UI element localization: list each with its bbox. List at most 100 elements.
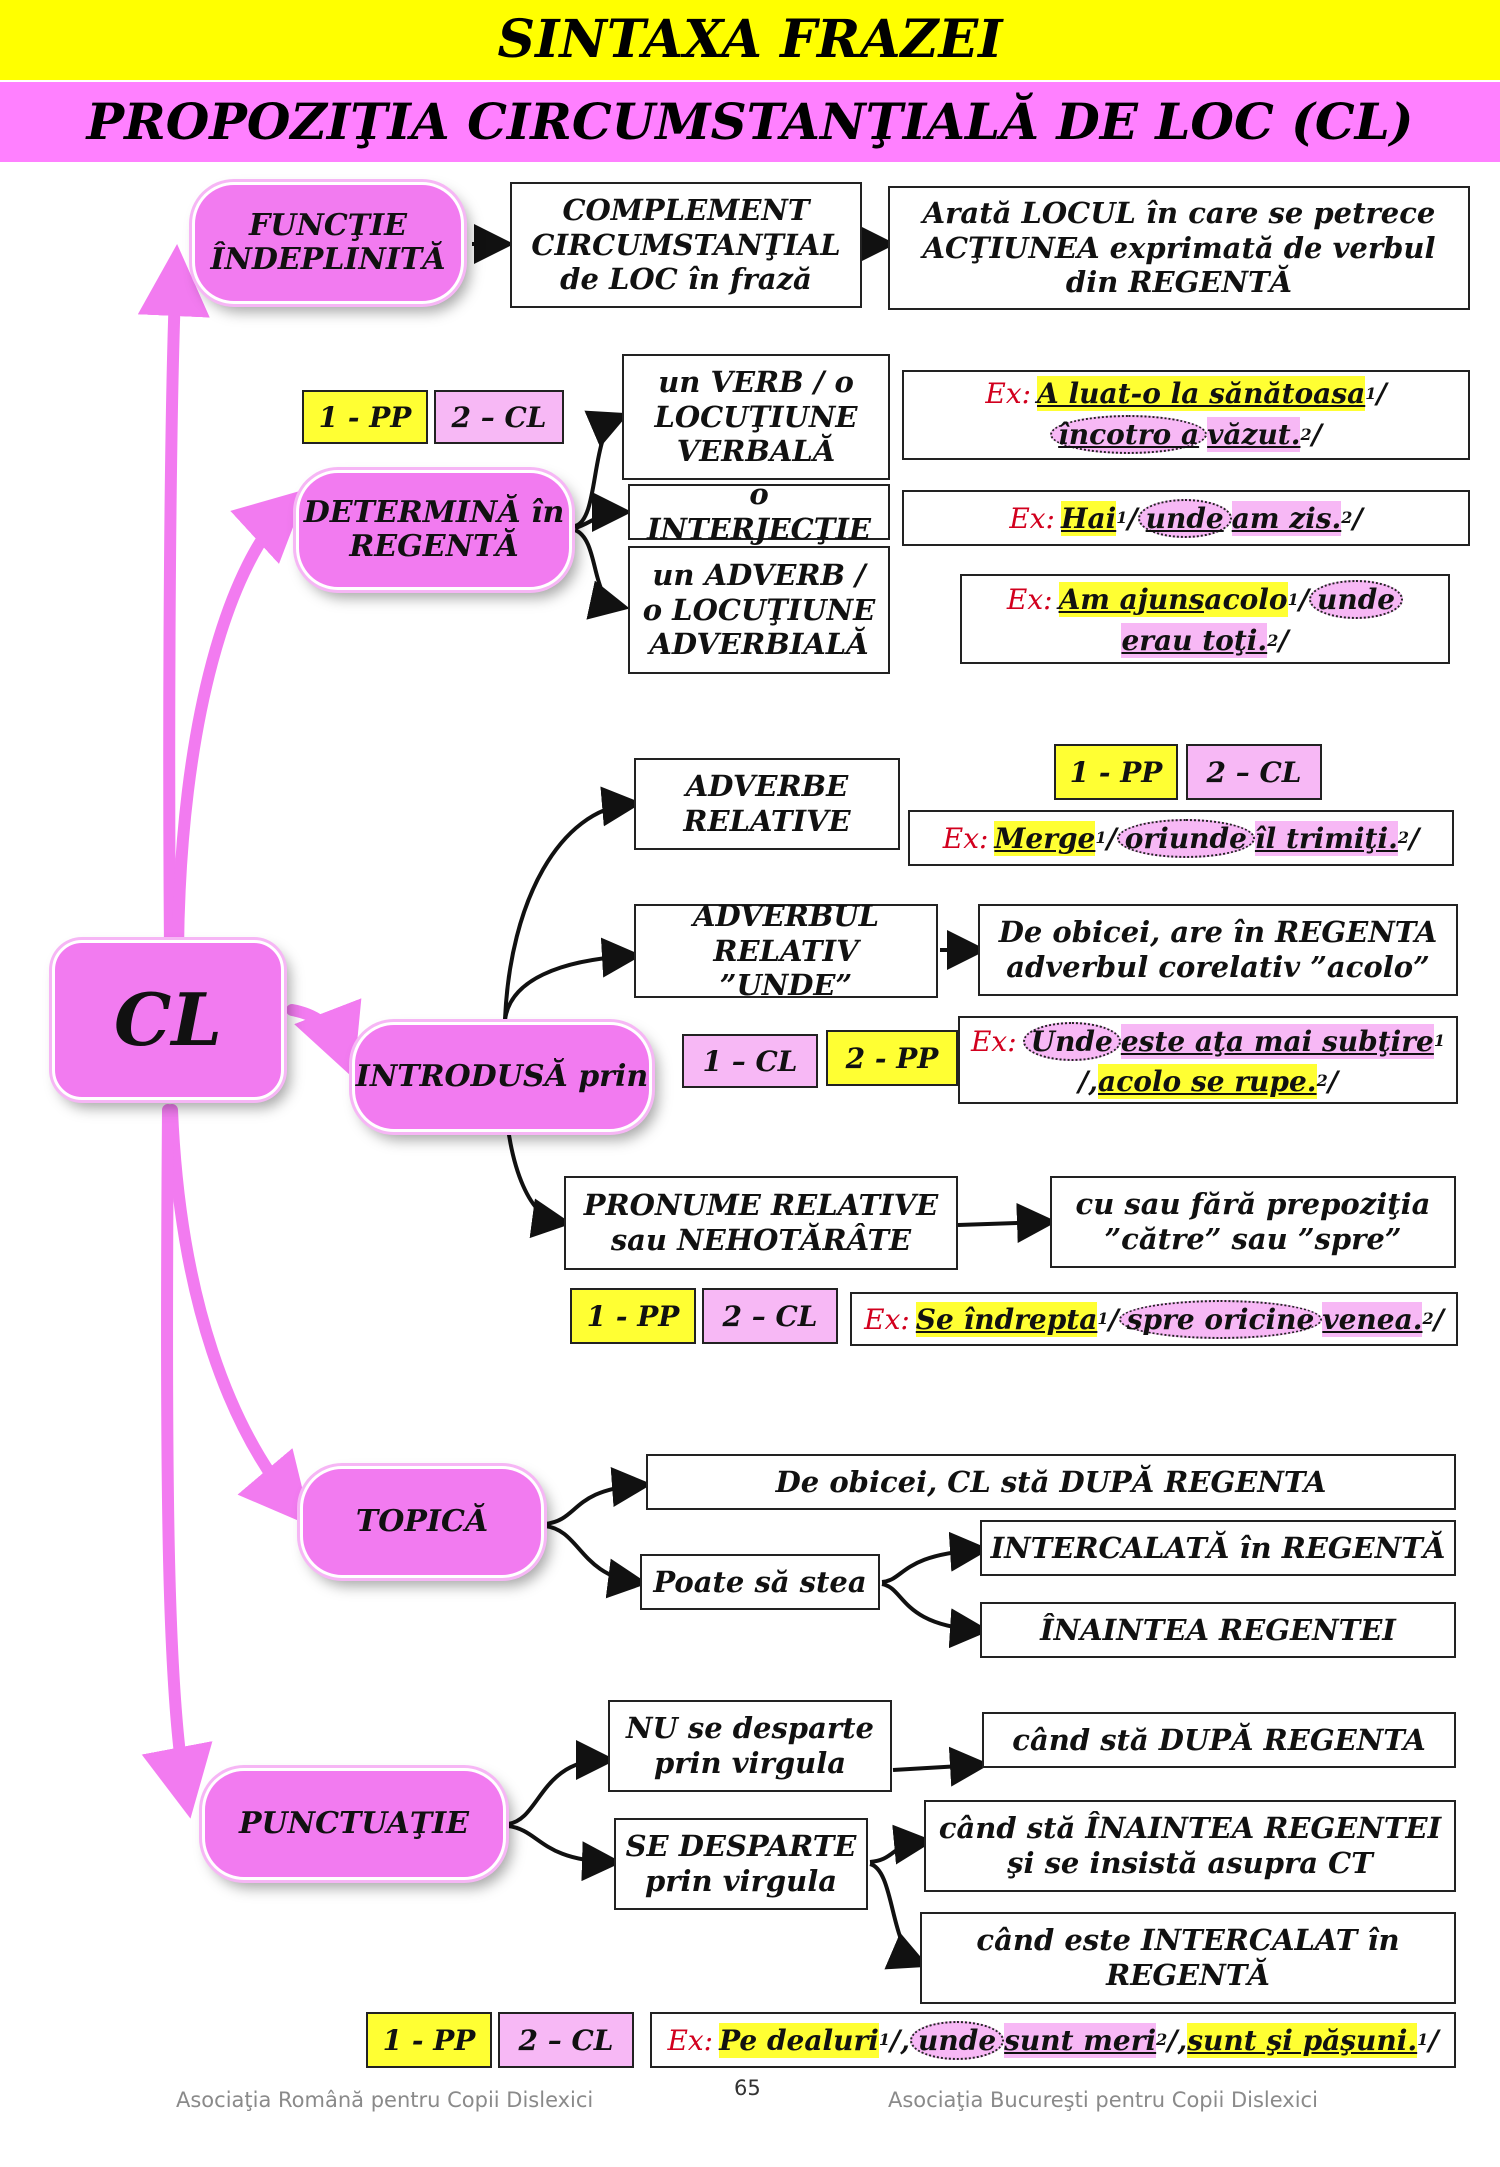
- example-index: 1: [1095, 828, 1107, 847]
- example-text: Am ajuns: [1058, 582, 1205, 617]
- example-index: 2: [1267, 630, 1279, 650]
- example-separator: /,: [1078, 1064, 1099, 1098]
- example-separator: /: [1278, 624, 1289, 657]
- example-text: A luat-o la sănătoasa: [1037, 376, 1366, 411]
- example-label: Ex:: [1009, 501, 1055, 535]
- example-text: văzut.: [1207, 417, 1301, 452]
- example-text: îl trimiţi.: [1254, 820, 1398, 856]
- example-separator: /: [1327, 1064, 1338, 1098]
- example-text: sunt şi păşuni.: [1187, 2022, 1418, 2058]
- example-conjunction: Unde: [1022, 1021, 1121, 1061]
- tag-cl: 2 – CL: [1186, 744, 1322, 800]
- page-subtitle: PROPOZIŢIA CIRCUMSTANŢIALĂ DE LOC (CL): [0, 82, 1500, 162]
- example-text: sunt meri: [1004, 2022, 1157, 2058]
- pill-topica: TOPICĂ: [300, 1466, 544, 1578]
- example-index: 2: [1156, 2030, 1168, 2049]
- example-conjunction: spre oricine: [1118, 1299, 1323, 1339]
- example-label: Ex:: [864, 1302, 910, 1336]
- example-separator: /,: [890, 2023, 911, 2057]
- determina-example-3: Ex: Am ajuns acolo 1 / unde erau toţi. 2…: [960, 574, 1450, 664]
- punctuatie-se-cand2-box: când este INTERCALAT în REGENTĂ: [920, 1912, 1456, 2004]
- example-separator: /: [1127, 501, 1138, 535]
- unde-note-box: De obicei, are în REGENTA adverbul corel…: [978, 904, 1458, 996]
- pronume-box: PRONUME RELATIVE sau NEHOTĂRÂTE: [564, 1176, 958, 1270]
- example-separator: /: [1311, 418, 1322, 451]
- tag-cl: 2 – CL: [434, 390, 564, 444]
- page-number: 65: [734, 2076, 761, 2100]
- punctuatie-example: Ex: Pe dealuri 1 /, unde sunt meri 2 /, …: [650, 2012, 1456, 2068]
- determina-interjectie-box: o INTERJECŢIE: [628, 477, 890, 546]
- tag-pp: 2 - PP: [826, 1030, 958, 1086]
- punctuatie-nu-cand-box: când stă DUPĂ REGENTA: [982, 1712, 1456, 1768]
- example-index: 2: [1300, 424, 1312, 444]
- topica-poate-box: Poate să stea: [640, 1554, 880, 1610]
- pronume-note-box: cu sau fără prepoziţia ”către” sau ”spre…: [1050, 1176, 1456, 1268]
- topica-intercalata-box: INTERCALATĂ în REGENTĂ: [980, 1520, 1456, 1576]
- punctuatie-se-box: SE DESPARTE prin virgula: [614, 1818, 868, 1910]
- footer-right: Asociaţia Bucureşti pentru Copii Dislexi…: [888, 2088, 1318, 2112]
- example-separator: /: [1376, 377, 1387, 410]
- example-separator: /: [1352, 501, 1363, 535]
- example-text: Hai: [1061, 500, 1117, 536]
- example-index: 1: [1365, 383, 1377, 403]
- example-index: 1: [1417, 2030, 1429, 2049]
- example-separator: /: [1433, 1302, 1444, 1336]
- example-separator: /,: [1167, 2023, 1188, 2057]
- adverbe-relative-box: ADVERBE RELATIVE: [634, 758, 900, 850]
- example-text: venea.: [1322, 1301, 1423, 1337]
- functie-box-complement: COMPLEMENT CIRCUMSTANŢIAL de LOC în fraz…: [510, 182, 862, 308]
- example-text: Pe dealuri: [719, 2022, 879, 2058]
- example-index: 2: [1316, 1071, 1328, 1090]
- example-conjunction: încotro a: [1050, 415, 1208, 454]
- tag-cl: 2 – CL: [702, 1288, 838, 1344]
- example-label: Ex:: [942, 821, 989, 855]
- example-text: erau toţi.: [1121, 623, 1268, 658]
- topica-inaintea-box: ÎNAINTEA REGENTEI: [980, 1602, 1456, 1658]
- tag-pp: 1 - PP: [366, 2012, 492, 2068]
- introdusa-example-2: Ex: Unde este aţa mai subţire 1 /, acolo…: [958, 1016, 1458, 1104]
- introdusa-example-3: Ex: Se îndrepta 1 / spre oricine venea. …: [850, 1292, 1458, 1346]
- tag-pp: 1 - PP: [302, 390, 428, 444]
- example-text: am zis.: [1231, 500, 1342, 536]
- example-label: Ex:: [985, 377, 1032, 410]
- example-separator: /: [1106, 821, 1117, 855]
- example-label: Ex:: [1006, 583, 1053, 616]
- tag-pp: 1 - PP: [570, 1288, 696, 1344]
- example-conjunction: oriunde: [1116, 818, 1255, 858]
- example-conjunction: unde: [1137, 498, 1232, 538]
- punctuatie-nu-box: NU se desparte prin virgula: [608, 1700, 892, 1792]
- example-index: 1: [1097, 1309, 1109, 1328]
- adverbul-unde-box: ADVERBUL RELATIV ”UNDE”: [634, 899, 938, 1002]
- example-index: 1: [1116, 508, 1128, 527]
- punctuatie-se-cand1-box: când stă ÎNAINTEA REGENTEI şi se insistă…: [924, 1800, 1456, 1892]
- example-label: Ex:: [667, 2023, 714, 2057]
- determina-verb-box: un VERB / o LOCUŢIUNE VERBALĂ: [622, 354, 890, 480]
- tag-cl: 2 – CL: [498, 2012, 634, 2068]
- example-text: acolo se rupe.: [1098, 1063, 1317, 1099]
- example-index: 1: [1287, 589, 1299, 609]
- example-index: 2: [1341, 508, 1353, 527]
- pill-punctuatie: PUNCTUAŢIE: [202, 1768, 506, 1880]
- tag-pp: 1 - PP: [1054, 744, 1178, 800]
- tag-cl: 1 – CL: [682, 1034, 818, 1088]
- pill-functie: FUNCŢIE ÎNDEPLINITĂ: [192, 182, 464, 304]
- example-text: este aţa mai subţire: [1120, 1023, 1434, 1059]
- topica-dupa-box: De obicei, CL stă DUPĂ REGENTA: [646, 1454, 1456, 1510]
- example-text: Merge: [994, 820, 1096, 856]
- example-label: Ex:: [970, 1024, 1017, 1058]
- determina-adverb-box: un ADVERB / o LOCUŢIUNE ADVERBIALĂ: [628, 546, 890, 674]
- pill-introdusa: INTRODUSĂ prin: [352, 1022, 652, 1132]
- page-title: SINTAXA FRAZEI: [0, 0, 1500, 80]
- introdusa-example-1: Ex: Merge 1 / oriunde îl trimiţi. 2 /: [908, 810, 1454, 866]
- footer-left: Asociaţia Română pentru Copii Dislexici: [176, 2088, 594, 2112]
- example-index: 2: [1397, 828, 1409, 847]
- example-separator: /: [1298, 583, 1309, 616]
- example-index: 1: [878, 2030, 891, 2049]
- example-separator: /: [1409, 821, 1420, 855]
- example-index: 2: [1422, 1309, 1434, 1328]
- example-conjunction: unde: [910, 2020, 1005, 2060]
- determina-example-2: Ex: Hai 1 / unde am zis. 2 /: [902, 490, 1470, 546]
- pill-determina: DETERMINĂ în REGENTĂ: [296, 470, 572, 590]
- example-text: acolo: [1204, 582, 1288, 617]
